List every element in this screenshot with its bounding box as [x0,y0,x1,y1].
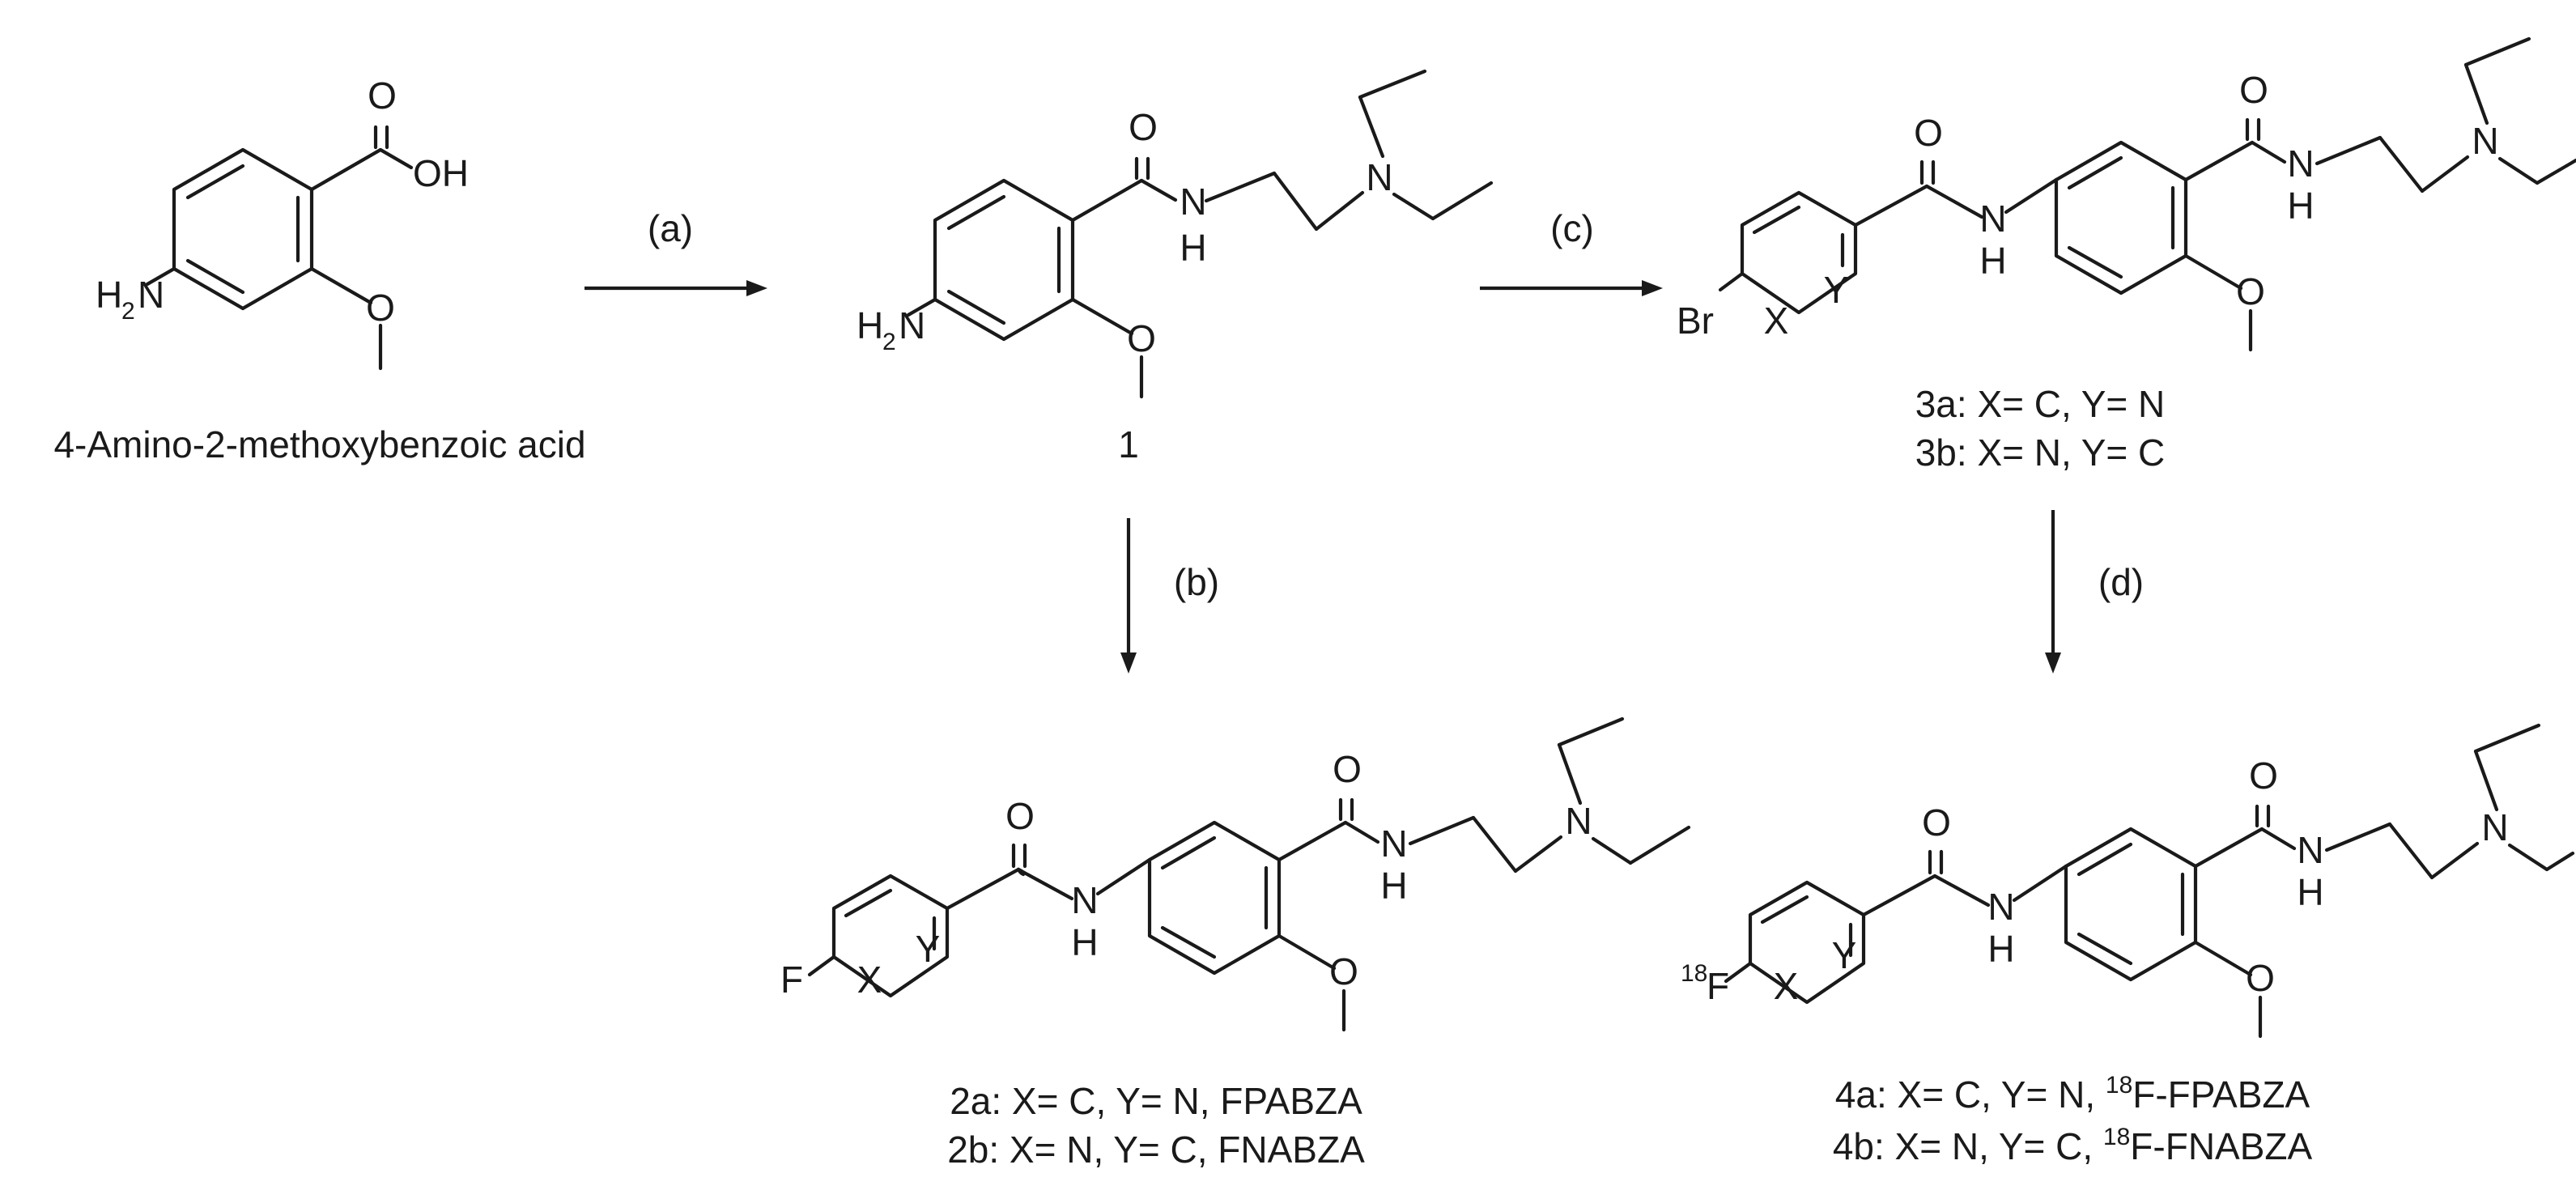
arrow-b [1120,518,1137,674]
cmpd2-nh1-h: H [1071,921,1098,963]
step-c-label: (c) [1550,207,1594,249]
cmpd2-carbonyl-o: O [1333,748,1362,790]
compound-2-label-a: 2a: X= C, Y= N, FPABZA [950,1080,1362,1122]
cmpd2-nh1-n: N [1071,879,1098,921]
compound-1-number: 1 [1118,423,1139,465]
compound-1-structure: O N H N O H 2 N [857,69,1494,399]
cmpd3-methoxy-o: O [2236,270,2265,312]
cmpd3-amine-n: N [2472,120,2498,162]
cmpd3-bromine: Br [1677,300,1714,342]
cmpd4-fluorine: F [1707,965,1729,1007]
cmpd3-nh2-n: N [2287,142,2314,185]
compound-3-label-b: 3b: X= N, Y= C [1915,431,2166,474]
cmpd1-methoxy-o: O [1127,317,1156,359]
cmpd2-nh2-n: N [1380,823,1407,865]
cmpd1-nh-n: N [1180,181,1206,223]
start-amine-h: H [96,274,122,316]
cmpd3-nh2-h: H [2287,185,2314,227]
start-methoxy-o: O [366,287,395,329]
cmpd3-x-atom: X [1764,300,1789,342]
cmpd3-nh1-h: H [1979,240,2006,282]
cmpd4-y-atom: Y [1832,934,1857,976]
start-material-name: 4-Amino-2-methoxybenzoic acid [53,423,585,465]
start-amine-n: N [138,274,164,316]
arrow-a [584,280,767,296]
cmpd2-nh2-h: H [1380,865,1407,907]
cmpd1-carbonyl-o: O [1129,106,1158,148]
step-a-label: (a) [648,207,693,249]
cmpd4-x-atom: X [1774,965,1799,1007]
cmpd1-amine-n: N [1366,156,1392,198]
cmpd4-nh2-n: N [2297,829,2323,871]
cmpd2-methoxy-o: O [1329,950,1358,993]
cmpd2-amine-n: N [1565,800,1592,842]
cmpd2-x-atom: X [857,959,882,1001]
compound-2-structure: F X Y O N H O N H N O [780,716,1691,1032]
compound-4-label-b: 4b: X= N, Y= C, 18F-FNABZA [1833,1124,2313,1167]
cmpd2-amide1-o: O [1005,795,1035,837]
arrow-d [2045,510,2061,674]
start-oh: OH [413,152,469,194]
start-material-structure: O OH O H 2 N [96,74,469,371]
cmpd4-f18-superscript: 18 [1681,960,1707,987]
arrow-c [1480,280,1663,296]
cmpd3-y-atom: Y [1824,269,1849,311]
compound-4-label-a: 4a: X= C, Y= N, 18F-FPABZA [1835,1072,2310,1116]
cmpd1-amine-h: H [857,304,883,346]
cmpd2-fluorine: F [780,959,803,1001]
start-amine-subscript: 2 [121,298,135,325]
cmpd4-amide1-o: O [1922,801,1951,844]
cmpd4-methoxy-o: O [2246,957,2275,999]
compound-2-label-b: 2b: X= N, Y= C, FNABZA [947,1129,1365,1171]
cmpd4-nh1-h: H [1987,928,2014,970]
cmpd2-y-atom: Y [916,928,941,970]
cmpd1-amine-n-left: N [899,304,925,346]
cmpd4-nh1-n: N [1987,886,2014,928]
cmpd3-amide1-o: O [1914,112,1943,154]
cmpd4-nh2-h: H [2297,871,2323,913]
cmpd3-carbonyl-o: O [2239,69,2268,111]
cmpd1-amine-subscript: 2 [882,329,896,355]
step-b-label: (b) [1174,561,1219,603]
compound-3-label-a: 3a: X= C, Y= N [1915,383,2166,425]
step-d-label: (d) [2098,561,2144,603]
cmpd1-nh-h: H [1180,227,1206,269]
compound-4-structure: 18 F X Y O N H O N H N O [1681,723,2575,1039]
cmpd3-nh1-n: N [1979,198,2006,240]
compound-3-structure: Br X Y O N H O N H N O [1677,36,2576,352]
cmpd4-carbonyl-o: O [2249,755,2278,797]
cmpd4-amine-n: N [2481,806,2508,848]
start-carbonyl-o: O [368,74,397,117]
